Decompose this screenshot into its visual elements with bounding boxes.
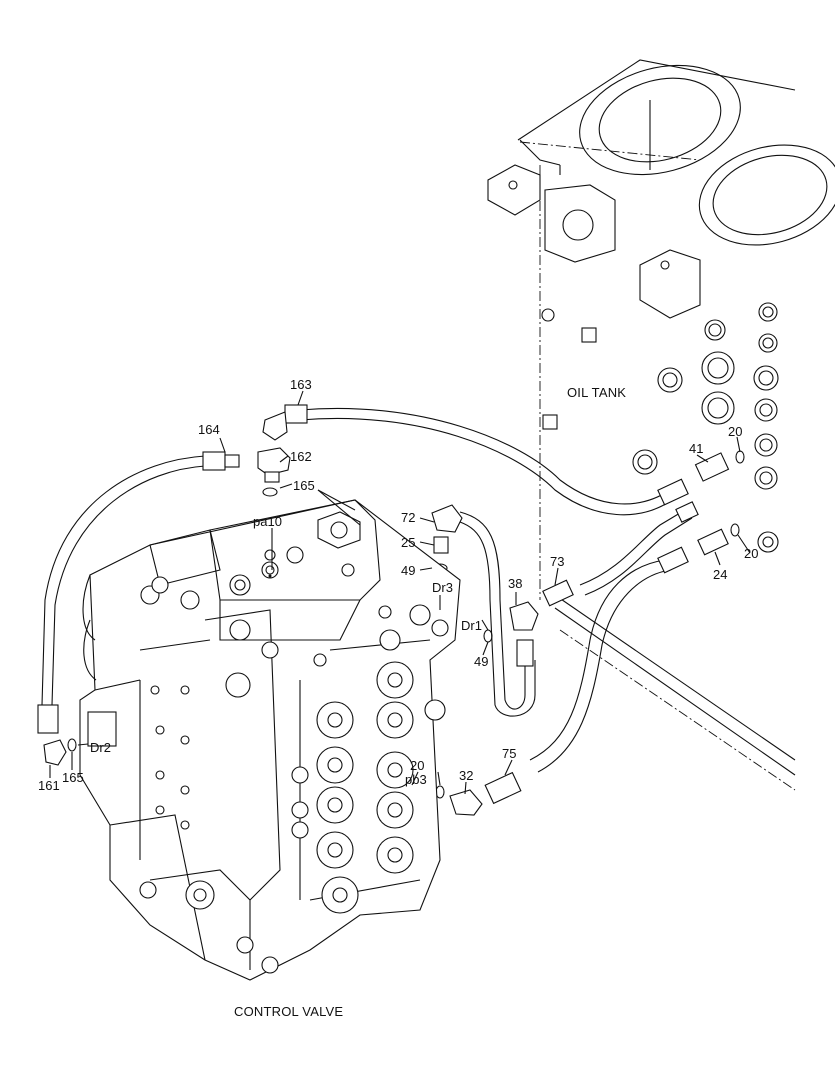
label-49-bottom: 49 [474,654,488,669]
label-pb3: pb3 [405,772,427,787]
label-164: 164 [198,422,220,437]
control-valve-caption: CONTROL VALVE [234,1004,343,1019]
oil-tank [487,59,835,791]
label-20-lower: 20 [744,546,758,561]
label-dr2: Dr2 [90,740,111,755]
label-38: 38 [508,576,522,591]
label-161: 161 [38,778,60,793]
label-dr3: Dr3 [432,580,453,595]
label-72: 72 [401,510,415,525]
label-165-top: 165 [293,478,315,493]
spool-caps [316,661,414,914]
tank-port-bosses [541,302,779,553]
label-pa10: pa10 [253,514,282,529]
label-32: 32 [459,768,473,783]
label-75: 75 [502,746,516,761]
label-162: 162 [290,449,312,464]
oil-tank-caption: OIL TANK [567,385,626,400]
label-49-top: 49 [401,563,415,578]
label-dr1: Dr1 [461,618,482,633]
control-valve [79,499,461,981]
label-165-bottom: 165 [62,770,84,785]
label-20-upper: 20 [728,424,742,439]
label-25: 25 [401,535,415,550]
label-20-valve: 20 [410,758,424,773]
fittings [37,404,745,816]
leader-lines [49,390,751,795]
valve-bolts [139,511,449,974]
label-163: 163 [290,377,312,392]
hoses [41,407,693,773]
label-73: 73 [550,554,564,569]
label-41: 41 [689,441,703,456]
label-24: 24 [713,567,727,582]
